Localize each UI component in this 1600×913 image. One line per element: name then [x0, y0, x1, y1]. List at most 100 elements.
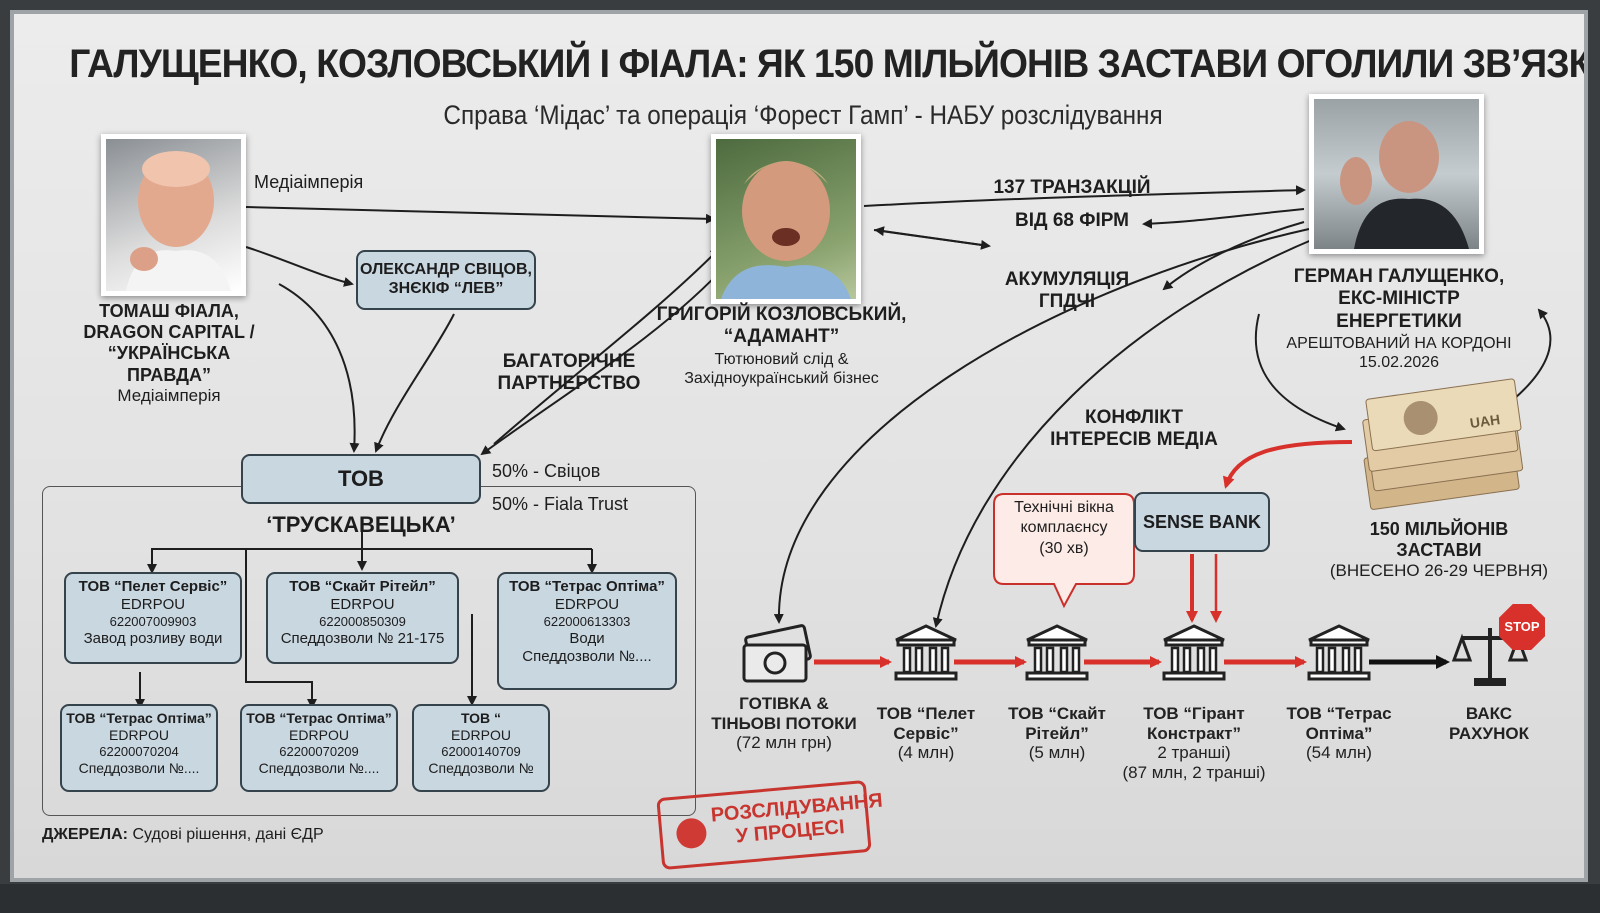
subsidiary-edrpou-label: EDRPOU: [120, 596, 186, 613]
partnership-label: БАГАТОРІЧНЕ ПАРТНЕРСТВО: [494, 351, 644, 396]
sources-text: Судові рішення, дані ЄДР: [132, 826, 324, 843]
fiala-to-svishchov-arrow: [245, 246, 354, 287]
galushchenko-to-cash-arrow: [773, 228, 1310, 624]
compliance-bubble: [993, 493, 1135, 609]
galushchenko-to-kozlovskyi-arrow: [1142, 208, 1305, 229]
bail-amount: 150 МІЛЬЙОНІВ ЗАСТАВИ: [1369, 519, 1509, 561]
kozlovskyi-company: “АДАМАНТ”: [723, 326, 840, 348]
subsidiary-code: 622007009903: [109, 614, 197, 629]
subsidiary-edrpou-label: EDRPOU: [330, 596, 395, 613]
board-frame-bottom: [0, 884, 1600, 913]
stamp-dot-icon: [675, 817, 708, 850]
subsidiary-note: Спеддозволи №: [428, 760, 534, 777]
flow-amount: (4 млн): [897, 743, 955, 763]
subsidiary-note: Води: [569, 629, 605, 647]
kozlovskyi-portrait-icon: [721, 161, 851, 299]
subsidiary-code: 622000850309: [319, 614, 406, 629]
fiala-role: Медіаімперія: [117, 385, 221, 405]
fiala-to-truskavetska-arrow: [278, 283, 360, 453]
subsidiary-code: 62200070204: [99, 744, 179, 760]
subsidiary-code: 62200070209: [279, 744, 359, 760]
compliance-line-2: комплаєнсу: [1020, 519, 1108, 537]
flow-line-2: РАХУНОК: [1449, 723, 1529, 743]
fiala-media: “УКРАЇНСЬКА ПРАВДА”: [107, 343, 231, 385]
transactions-label-1: 137 ТРАНЗАКЦІЙ: [993, 177, 1151, 198]
fiala-company: DRAGON CAPITAL /: [83, 322, 255, 343]
stop-sign-text: STOP: [1504, 619, 1540, 634]
partnership-label-2: ПАРТНЕРСТВО: [497, 373, 641, 395]
fiala-label: ТОМАШ ФІАЛА, DRAGON CAPITAL / “УКРАЇНСЬК…: [74, 301, 264, 406]
flow-amount: (54 млн): [1306, 743, 1372, 763]
subsidiary-tetras-optima: ТОВ “Тетрас Оптіма” EDRPOU 622000613303 …: [497, 572, 677, 690]
subsidiary-code: 622000613303: [543, 614, 631, 629]
compliance-note: Технічні вікна комплаєнсу (30 хв): [994, 498, 1134, 559]
kozlovskyi-role-1: Тютюновий слід &: [714, 350, 849, 368]
svishchov-box: ОЛЕКСАНДР СВІЦОВ, ЗНЄКІФ “ЛЕВ”: [356, 250, 536, 310]
sense-bank-box: SENSE BANK: [1134, 492, 1270, 552]
subsidiary-note-2: Спеддозволи №....: [522, 647, 652, 665]
compliance-line-1: Технічні вікна: [1014, 499, 1114, 516]
flow-line-2: Рітейл”: [1025, 723, 1089, 743]
conflict-label: КОНФЛІКТ ІНТЕРЕСІВ МЕДІА: [1039, 407, 1229, 452]
truskavetska-share-2: 50% - Fiala Trust: [492, 494, 629, 514]
flow-grant-label: ТОВ “Гірант Констракт” 2 транші) (87 млн…: [1114, 704, 1274, 782]
galushchenko-portrait-icon: [1340, 121, 1469, 249]
galushchenko-to-pelet-arrow: [932, 238, 1315, 628]
kozlovskyi-photo: [711, 134, 861, 304]
flow-line-1: ТОВ “Тетрас: [1286, 704, 1392, 723]
galushchenko-arrest: АРЕШТОВАНИЙ НА КОРДОНІ: [1286, 335, 1512, 353]
subsidiary-skait-riteil: ТОВ “Скайт Рітейл” EDRPOU 622000850309 С…: [266, 572, 459, 664]
partnership-arrow-down: [480, 261, 730, 456]
transactions-label-2: ВІД 68 ФІРМ: [1015, 210, 1129, 231]
subsidiary-pelet-servis: ТОВ “Пелет Сервіс” EDRPOU 622007009903 З…: [64, 572, 242, 664]
subsidiary-name: ТОВ “Тетрас Оптіма”: [509, 578, 665, 595]
flow-line-1: ГОТІВКА &: [739, 694, 829, 713]
truskavetska-share-1: 50% - Свіцов: [492, 461, 601, 481]
sources-label: ДЖЕРЕЛА:: [42, 826, 128, 843]
flow-line-1: ТОВ “Гірант: [1143, 704, 1245, 723]
svishchov-name: ОЛЕКСАНДР СВІЦОВ,: [360, 261, 532, 278]
subsidiary-note: Спеддозволи №....: [78, 760, 200, 777]
flow-skait-label: ТОВ “Скайт Рітейл” (5 млн): [997, 704, 1117, 763]
subsidiary-bottom-2: ТОВ “Тетрас Оптіма” EDRPOU 62200070209 С…: [240, 704, 398, 792]
bail-date: (ВНЕСЕНО 26-29 ЧЕРВНЯ): [1329, 561, 1549, 581]
flow-vaks-label: ВАКС РАХУНОК: [1434, 704, 1544, 743]
flow-line-1: ТОВ “Пелет: [876, 704, 976, 723]
whiteboard: ГАЛУЩЕНКО, КОЗЛОВСЬКИЙ І ФІАЛА: ЯК 150 М…: [10, 10, 1588, 882]
fiala-to-kozlovskyi-arrow: [245, 206, 716, 224]
subsidiary-edrpou-label: EDRPOU: [554, 596, 620, 613]
flow-amount: (5 млн): [1028, 743, 1086, 763]
main-title: ГАЛУЩЕНКО, КОЗЛОВСЬКИЙ І ФІАЛА: ЯК 150 М…: [69, 42, 1588, 86]
flow-line-1: ВАКС: [1465, 704, 1513, 723]
flow-amount: 2 транші): [1157, 743, 1231, 763]
subsidiary-note: Завод розливу води: [83, 629, 223, 647]
flow-line-2: Оптіма”: [1305, 723, 1373, 743]
subsidiary-name: ТОВ “Пелет Сервіс”: [78, 578, 228, 595]
partnership-arrow-up: [493, 247, 721, 445]
money-to-sense-arrow: [1222, 440, 1353, 489]
flow-line-2: ТІНЬОВІ ПОТОКИ: [711, 713, 857, 733]
svishchov-to-truskavetska-arrow: [374, 313, 455, 453]
subsidiary-edrpou-label: EDRPOU: [109, 727, 169, 744]
money-to-galushchenko-arrow: [1513, 308, 1552, 400]
galushchenko-date: 15.02.2026: [1358, 354, 1440, 372]
galushchenko-position: ЕКС-МІНІСТР ЕНЕРГЕТИКИ: [1336, 288, 1462, 332]
partnership-label-1: БАГАТОРІЧНЕ: [502, 351, 636, 372]
sources-line: ДЖЕРЕЛА: Судові рішення, дані ЄДР: [42, 826, 324, 845]
flow-line-1: ТОВ “Скайт: [1008, 704, 1106, 723]
flow-line-2: Сервіс”: [893, 723, 959, 743]
kozlovskyi-role-2: Західноукраїнський бізнес: [684, 369, 879, 387]
subsidiary-code: 62000140709: [441, 744, 521, 760]
subsidiary-bottom-1: ТОВ “Тетрас Оптіма” EDRPOU 62200070204 С…: [60, 704, 218, 792]
flow-amount-2: (87 млн, 2 транші): [1122, 762, 1266, 782]
galushchenko-photo: [1309, 94, 1484, 254]
flow-amount: (72 млн грн): [736, 733, 832, 753]
kozlovskyi-name: ГРИГОРІЙ КОЗЛОВСЬКИЙ,: [656, 304, 907, 325]
subsidiary-bottom-3: ТОВ “ EDRPOU 62000140709 Спеддозволи №: [412, 704, 550, 792]
conflict-label-1: КОНФЛІКТ: [1085, 407, 1183, 428]
subsidiary-edrpou-label: EDRPOU: [289, 727, 349, 744]
galushchenko-label: ГЕРМАН ГАЛУЩЕНКО, ЕКС-МІНІСТР ЕНЕРГЕТИКИ…: [1274, 266, 1524, 373]
subsidiary-name: ТОВ “Скайт Рітейл”: [289, 578, 436, 595]
fiala-photo: [101, 134, 246, 296]
fiala-name: ТОМАШ ФІАЛА,: [99, 301, 239, 321]
